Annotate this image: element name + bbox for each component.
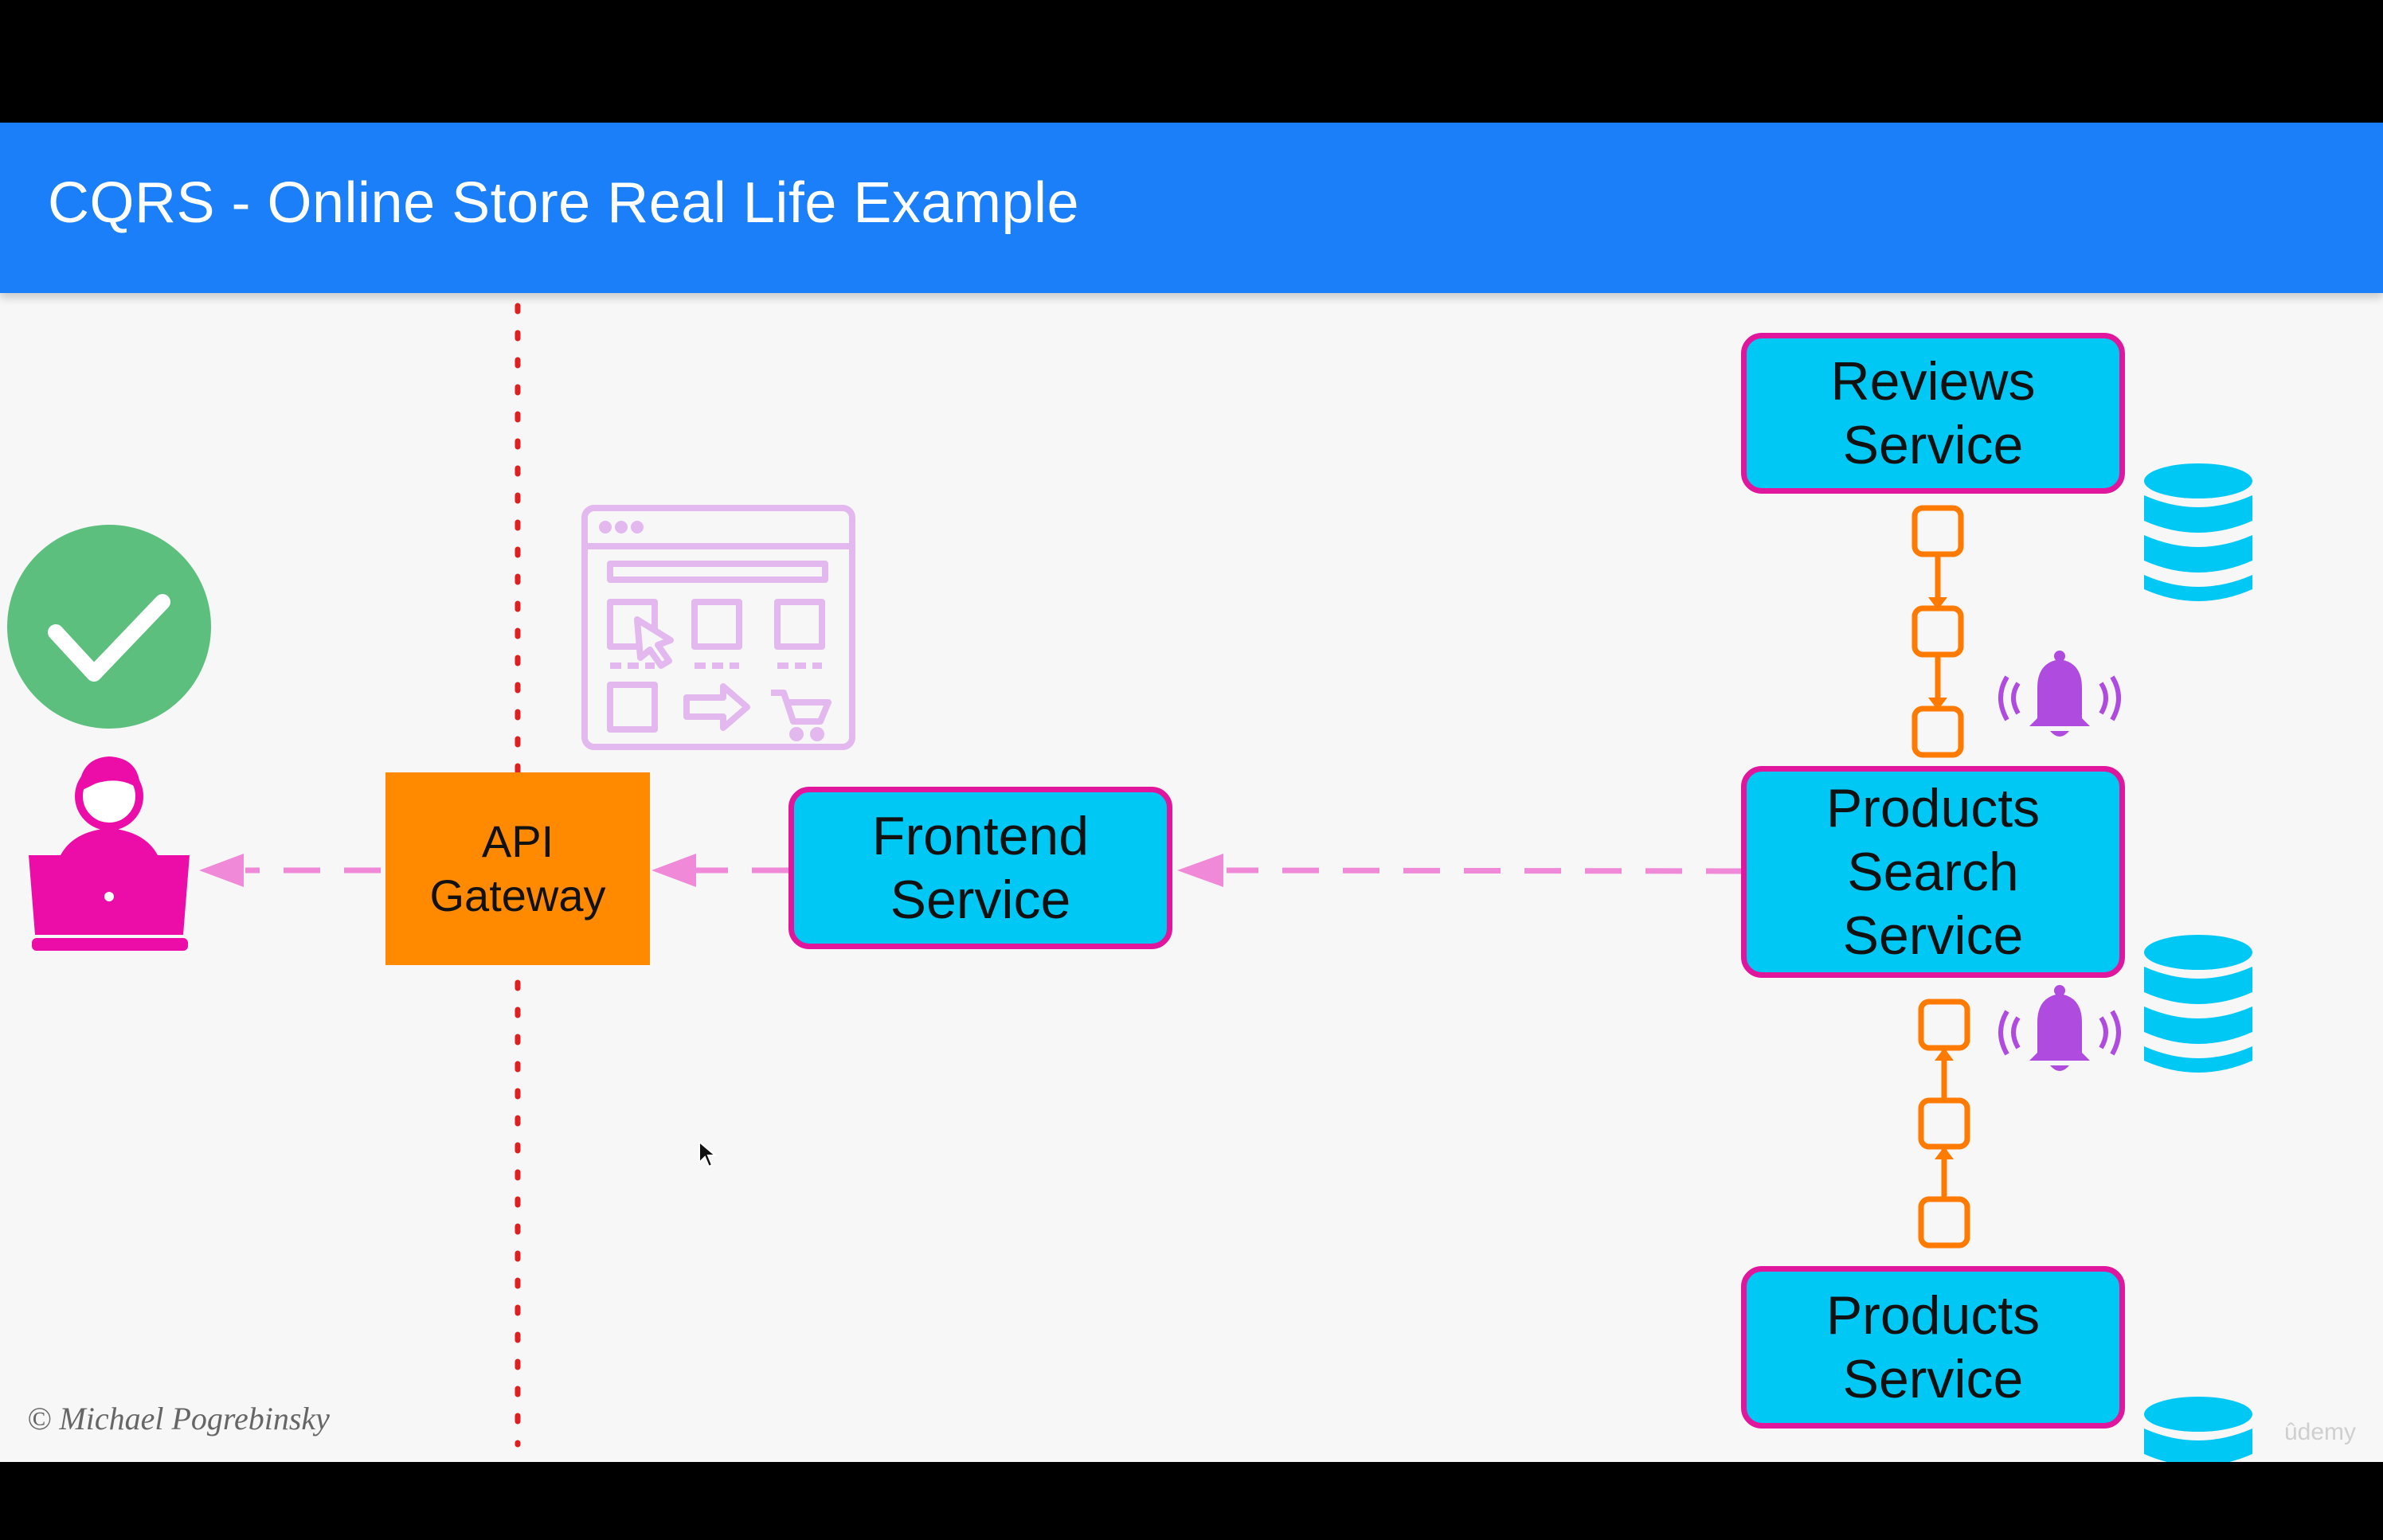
reviews-service-node: Reviews Service <box>1741 333 2125 494</box>
slide: CQRS - Online Store Real Life Example AP… <box>0 123 2383 1462</box>
products-search-service-node: Products Search Service <box>1741 766 2125 978</box>
frontend-to-gateway-arrow <box>652 854 788 887</box>
diagram-canvas <box>7 303 2252 1462</box>
watermark-text: ûdemy <box>2284 1419 2357 1445</box>
products-service-node: Products Service <box>1741 1266 2125 1429</box>
bell-notification-icon <box>2001 651 2119 737</box>
search-to-frontend-arrow <box>1177 854 1743 887</box>
bell-notification-icon <box>2001 985 2119 1071</box>
frontend-service-node: Frontend Service <box>788 787 1172 949</box>
database-icon <box>2144 1397 2252 1462</box>
chain-link-icon <box>1918 999 1970 1249</box>
api-gateway-node: API Gateway <box>385 772 650 965</box>
chain-link-icon <box>1911 505 1964 758</box>
user-laptop-icon <box>29 756 190 951</box>
check-icon <box>7 525 211 729</box>
title-bar: CQRS - Online Store Real Life Example <box>0 123 2383 293</box>
slide-title: CQRS - Online Store Real Life Example <box>48 171 1080 235</box>
gateway-to-user-arrow <box>199 854 381 887</box>
copyright-text: © Michael Pogrebinsky <box>27 1401 330 1436</box>
database-icon <box>2144 935 2252 1073</box>
mouse-pointer-icon <box>698 1140 717 1168</box>
web-ui-mockup-icon <box>581 505 855 750</box>
database-icon <box>2144 463 2252 601</box>
